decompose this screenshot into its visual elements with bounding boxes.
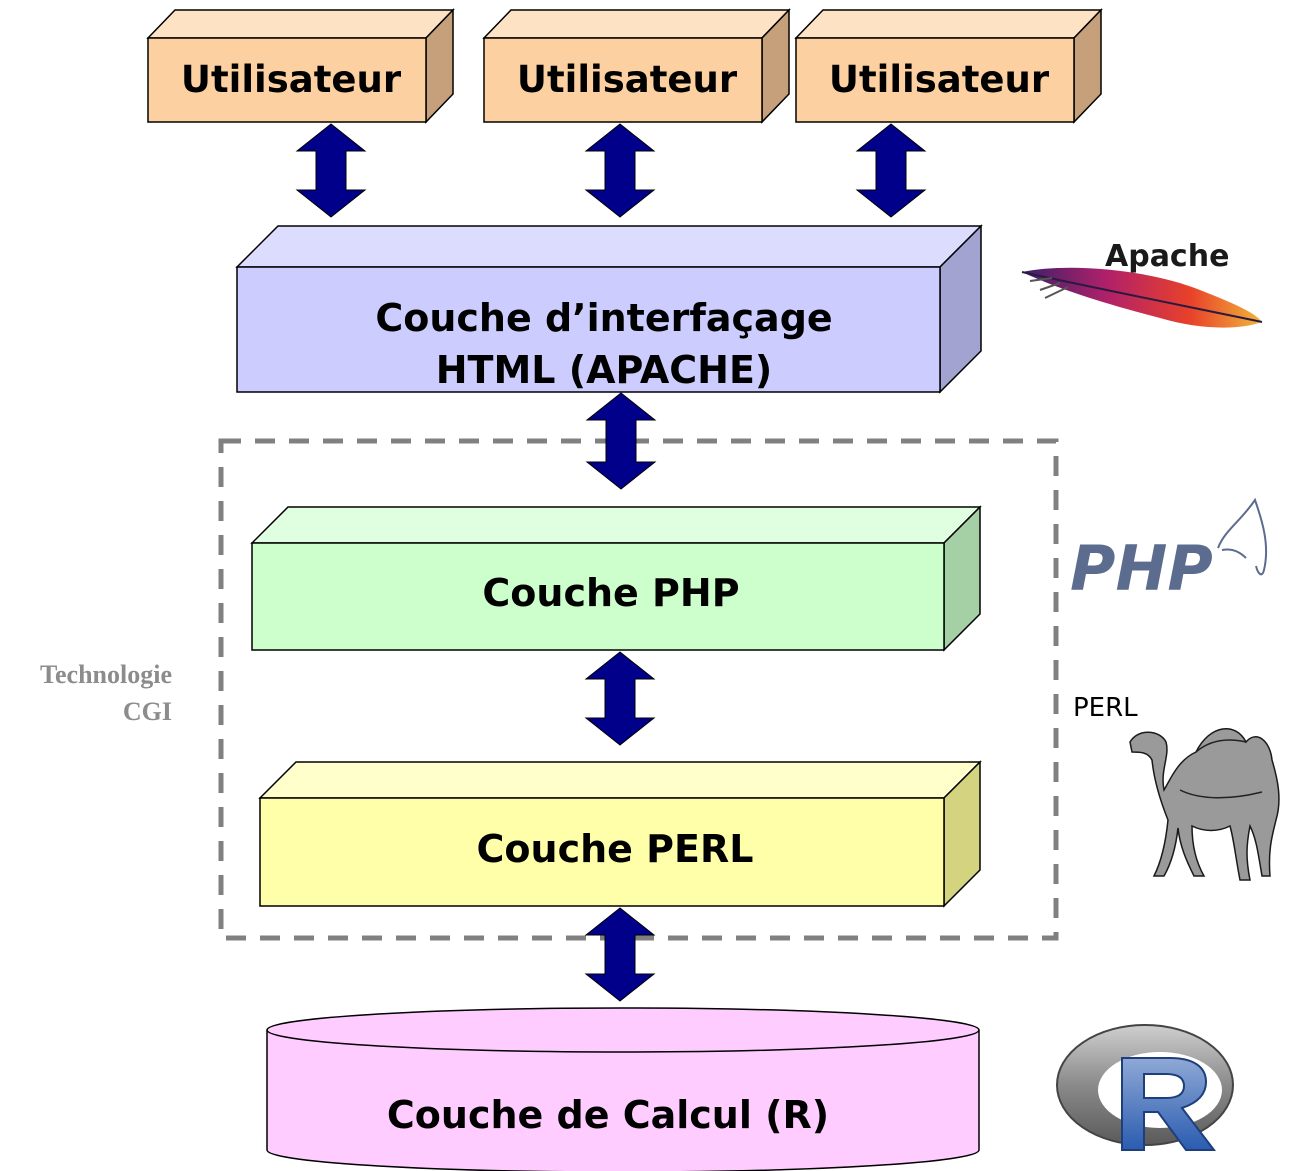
html-layer-box: Couche d’interfaçage HTML (APACHE) xyxy=(235,224,983,394)
perl-logo: PERL xyxy=(1073,693,1280,881)
calc-layer-label: Couche de Calcul (R) xyxy=(387,1093,829,1137)
perl-logo-label: PERL xyxy=(1073,693,1138,723)
html-layer-label-line1: Couche d’interfaçage xyxy=(375,296,832,340)
double-arrow-icon xyxy=(584,123,656,218)
calc-layer-cylinder: Couche de Calcul (R) xyxy=(266,1007,980,1171)
user-label-2: Utilisateur xyxy=(517,58,738,101)
user-label-1: Utilisateur xyxy=(181,58,402,101)
cgi-label-line2: CGI xyxy=(123,697,172,726)
perl-layer-label: Couche PERL xyxy=(477,827,754,871)
double-arrow-icon xyxy=(295,123,367,218)
user-box-1: Utilisateur xyxy=(146,8,455,124)
user-box-2: Utilisateur xyxy=(482,8,791,124)
cgi-group-border xyxy=(218,438,1059,941)
php-logo-label: PHP xyxy=(1070,532,1213,605)
html-layer-label-line2: HTML (APACHE) xyxy=(436,348,773,392)
elephant-icon xyxy=(1217,497,1268,576)
apache-feather-icon xyxy=(1021,267,1263,328)
user-box-3: Utilisateur xyxy=(794,8,1103,124)
apache-logo-label: Apache xyxy=(1105,239,1229,274)
php-layer-box: Couche PHP xyxy=(250,505,982,652)
double-arrow-icon xyxy=(584,907,656,1002)
cgi-label-line1: Technologie xyxy=(40,660,172,689)
double-arrow-icon xyxy=(584,651,656,746)
camel-icon xyxy=(1129,727,1280,881)
perl-layer-box: Couche PERL xyxy=(258,760,982,908)
apache-logo: Apache xyxy=(1021,239,1263,328)
r-logo-icon xyxy=(1056,1024,1234,1151)
php-logo: PHP xyxy=(1070,497,1268,605)
double-arrow-icon xyxy=(855,123,927,218)
php-layer-label: Couche PHP xyxy=(482,571,739,615)
user-label-3: Utilisateur xyxy=(829,58,1050,101)
double-arrow-icon xyxy=(585,392,657,490)
